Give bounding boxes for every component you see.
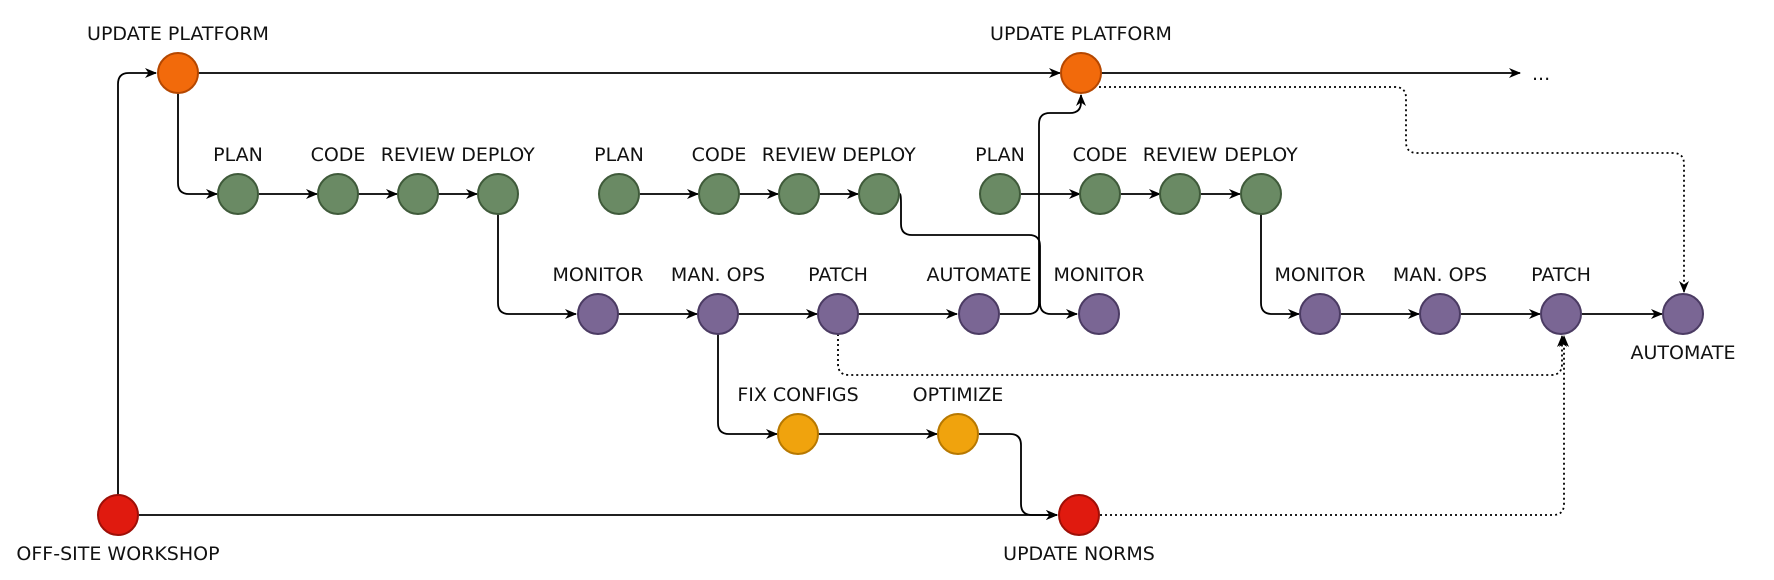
label-manops1: MAN. OPS	[671, 264, 765, 286]
label-plan2: PLAN	[594, 144, 644, 166]
labels: UPDATE PLATFORM UPDATE PLATFORM PLAN CODE RE…	[16, 23, 1735, 565]
edge-workshop-to-platform	[117, 68, 157, 496]
node-workshop	[97, 494, 139, 536]
label-deploy1: DEPLOY	[461, 144, 535, 166]
node-patch1	[817, 293, 859, 335]
edge-manops1-fixconfigs	[717, 334, 778, 439]
node-review2	[778, 173, 820, 215]
label-automate3: AUTOMATE	[1631, 342, 1736, 364]
node-automate1	[958, 293, 1000, 335]
node-platform1	[157, 52, 199, 94]
dotted-patch1-patch3	[837, 334, 1567, 376]
node-code2	[698, 173, 740, 215]
edge-automate1-platform2	[1000, 94, 1086, 315]
node-manops1	[697, 293, 739, 335]
node-monitor1	[577, 293, 619, 335]
node-fixconfigs	[777, 413, 819, 455]
label-fixconfigs: FIX CONFIGS	[737, 384, 858, 406]
label-review2: REVIEW	[762, 144, 837, 166]
node-patch3	[1540, 293, 1582, 335]
label-plan3: PLAN	[975, 144, 1025, 166]
edge-platform-to-plan	[177, 93, 218, 199]
node-review1	[397, 173, 439, 215]
node-norms	[1058, 494, 1100, 536]
label-norms: UPDATE NORMS	[1003, 543, 1155, 565]
label-workshop: OFF-SITE WORKSHOP	[16, 543, 219, 565]
node-code1	[317, 173, 359, 215]
label-monitor1: MONITOR	[553, 264, 644, 286]
node-manops3	[1419, 293, 1461, 335]
label-platform2: UPDATE PLATFORM	[990, 23, 1172, 45]
node-monitor2	[1078, 293, 1120, 335]
node-code3	[1079, 173, 1121, 215]
dotted-norms-patch3	[1100, 335, 1569, 516]
node-plan1	[217, 173, 259, 215]
nodes	[97, 52, 1704, 536]
label-manops3: MAN. OPS	[1393, 264, 1487, 286]
node-deploy1	[477, 173, 519, 215]
edge-deploy2-monitor2	[899, 193, 1078, 319]
label-optimize: OPTIMIZE	[913, 384, 1004, 406]
dotted-platform2-automate3	[1099, 86, 1689, 293]
label-monitor2: MONITOR	[1054, 264, 1145, 286]
edge-optimize-norms	[979, 433, 1058, 520]
label-patch1: PATCH	[808, 264, 868, 286]
label-review3: REVIEW	[1143, 144, 1218, 166]
label-automate1: AUTOMATE	[927, 264, 1032, 286]
node-deploy3	[1240, 173, 1282, 215]
label-plan1: PLAN	[213, 144, 263, 166]
continuation-ellipsis: ...	[1532, 63, 1550, 85]
node-monitor3	[1299, 293, 1341, 335]
edge-deploy1-monitor1	[497, 214, 577, 319]
label-code2: CODE	[692, 144, 747, 166]
label-deploy2: DEPLOY	[842, 144, 916, 166]
label-code3: CODE	[1073, 144, 1128, 166]
label-review1: REVIEW	[381, 144, 456, 166]
label-deploy3: DEPLOY	[1224, 144, 1298, 166]
label-monitor3: MONITOR	[1275, 264, 1366, 286]
edges	[117, 68, 1689, 520]
edge-deploy3-monitor3	[1260, 214, 1300, 319]
node-plan2	[598, 173, 640, 215]
node-review3	[1159, 173, 1201, 215]
node-platform2	[1060, 52, 1102, 94]
label-code1: CODE	[311, 144, 366, 166]
node-automate3	[1662, 293, 1704, 335]
node-plan3	[979, 173, 1021, 215]
label-platform1: UPDATE PLATFORM	[87, 23, 269, 45]
node-optimize	[937, 413, 979, 455]
node-deploy2	[858, 173, 900, 215]
label-patch3: PATCH	[1531, 264, 1591, 286]
